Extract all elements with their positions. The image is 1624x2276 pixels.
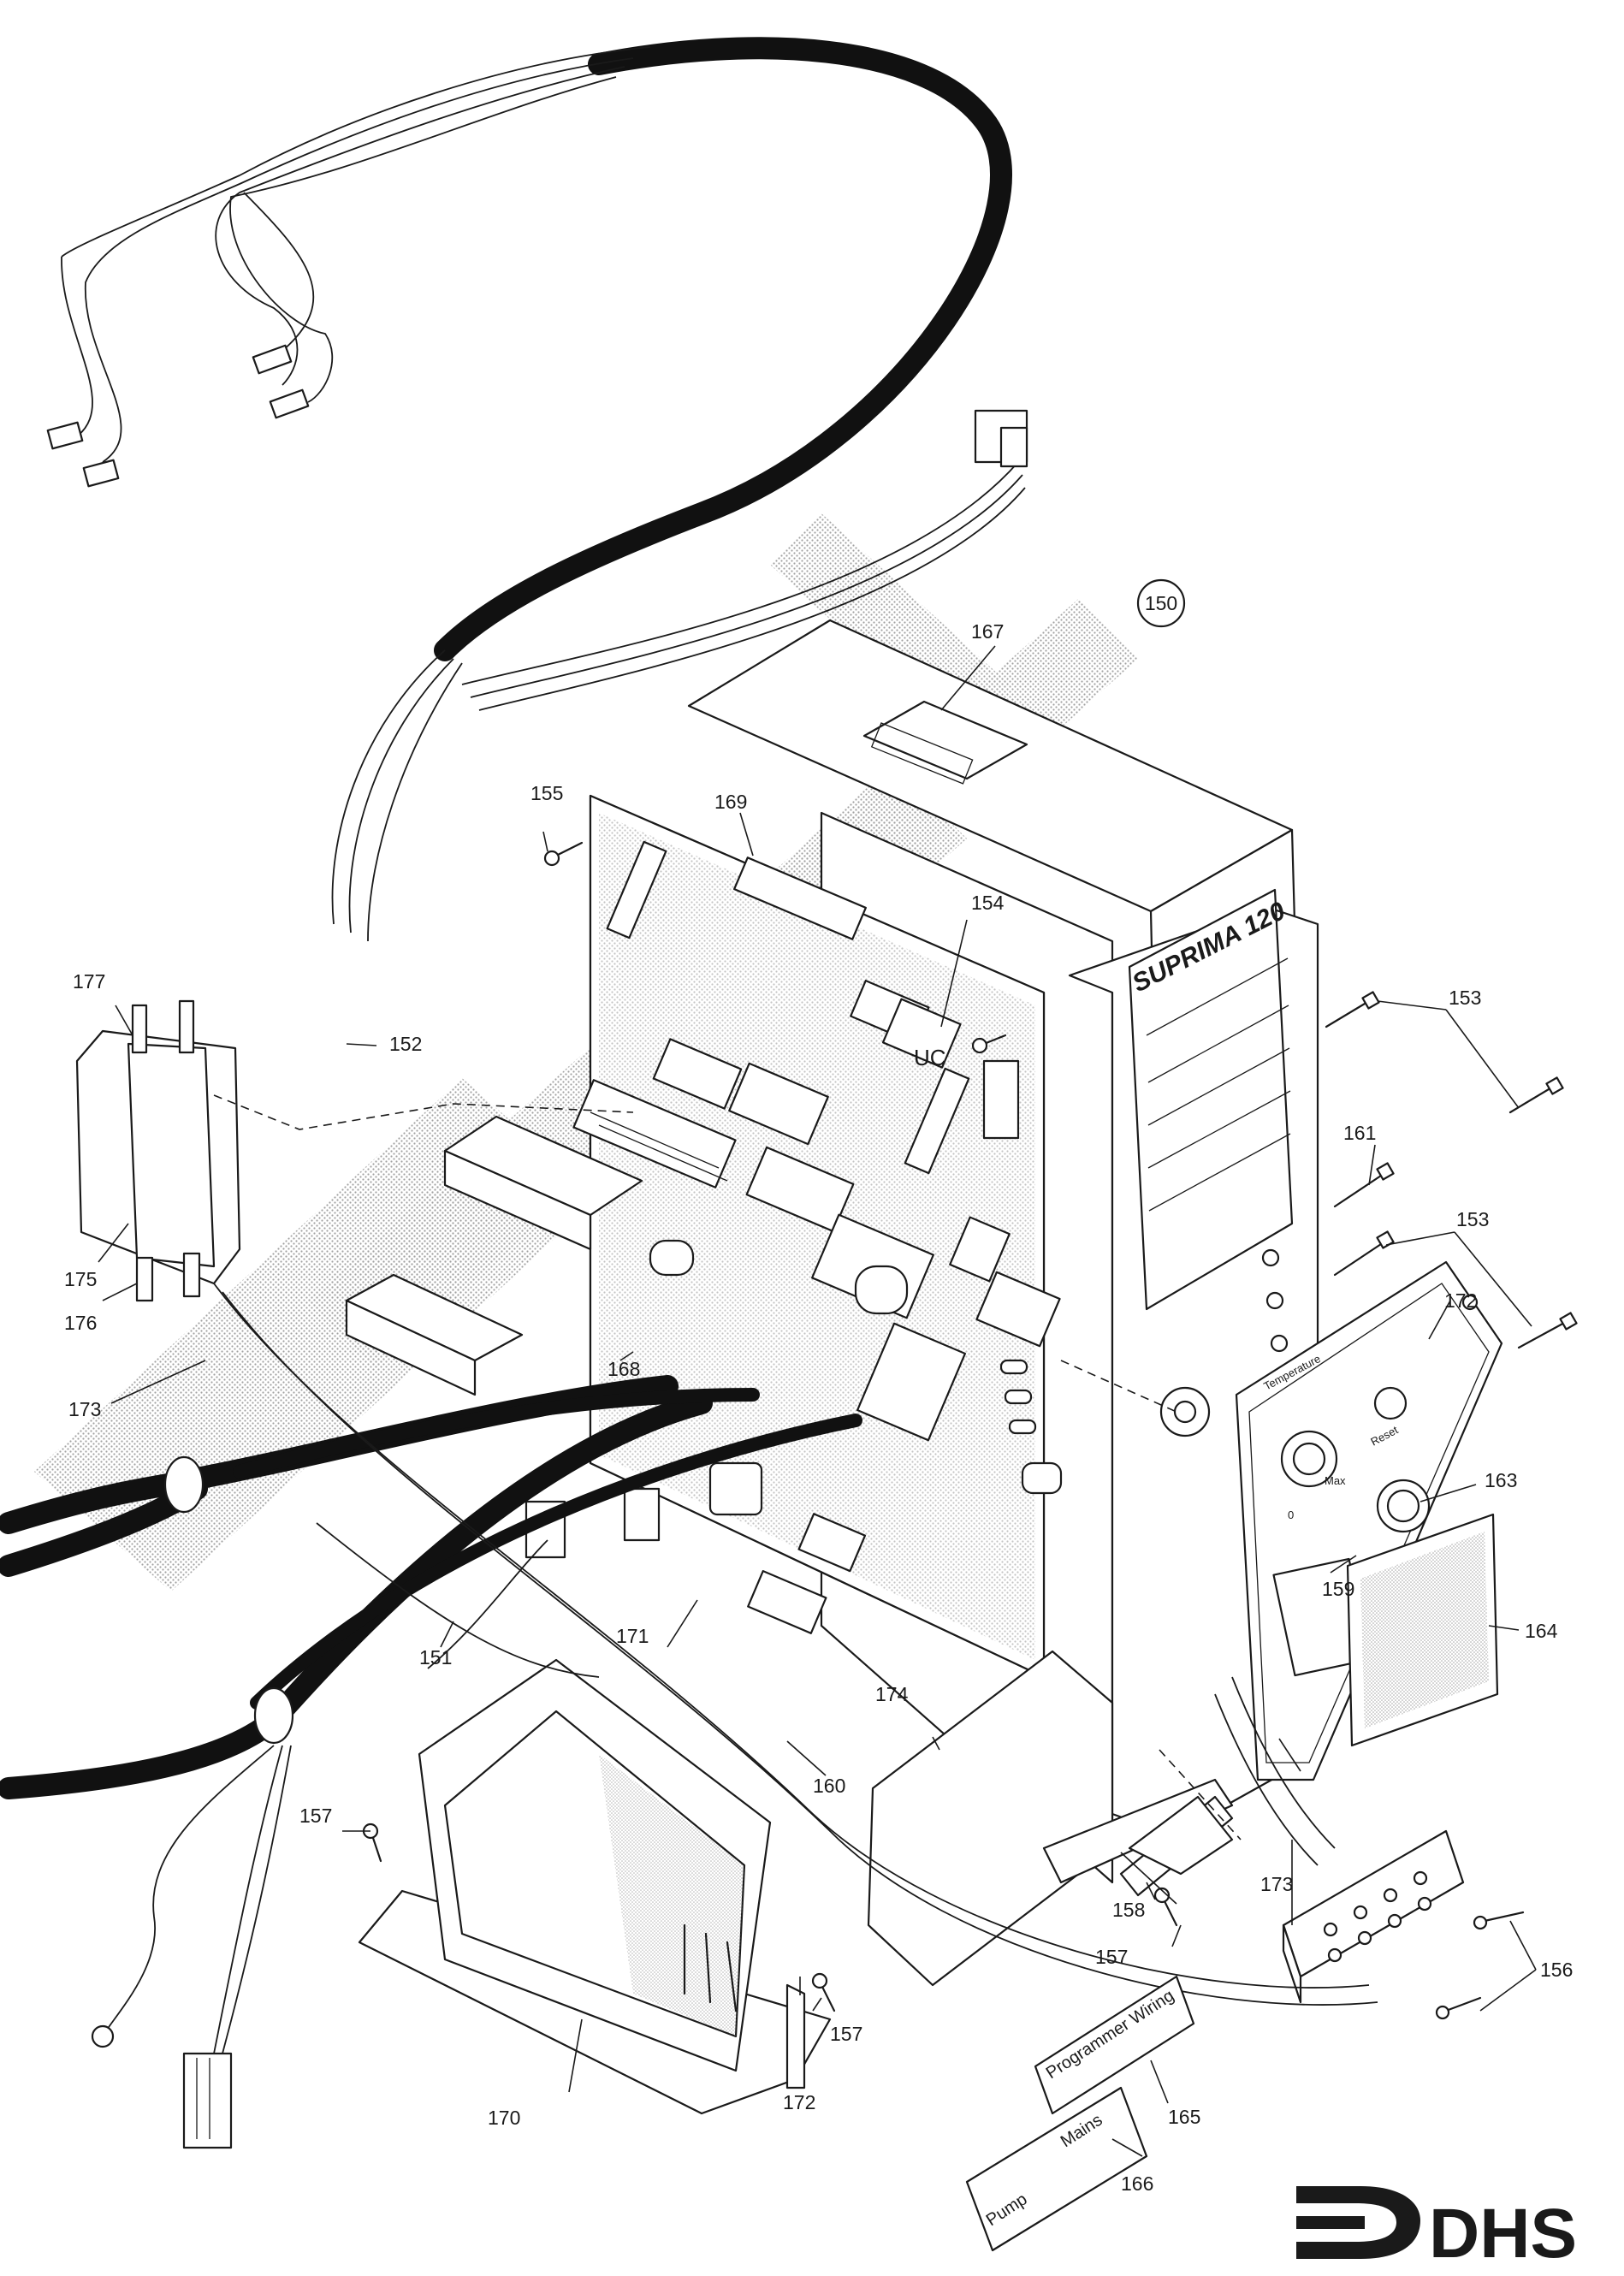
tag-166: Mains Pump xyxy=(965,2086,1148,2252)
dial-zero-label: 0 xyxy=(1288,1508,1294,1521)
dashed-reference-lines xyxy=(213,1094,1242,1840)
callout-155: 155 xyxy=(530,782,563,804)
callout-176: 176 xyxy=(64,1312,97,1334)
dhs-logo-mark xyxy=(1296,2186,1420,2259)
callout-172-b: 172 xyxy=(783,2091,815,2113)
callout-157-a: 157 xyxy=(299,1805,332,1827)
callout-154: 154 xyxy=(971,892,1005,914)
brand-label-plate xyxy=(1128,888,1294,1311)
callout-158: 158 xyxy=(1112,1899,1145,1921)
callout-163: 163 xyxy=(1485,1469,1517,1491)
callout-157-c: 157 xyxy=(830,2023,862,2045)
callout-159: 159 xyxy=(1322,1578,1354,1600)
callout-171: 171 xyxy=(616,1625,649,1647)
assembly-callout: 150 xyxy=(1136,578,1186,628)
callout-169: 169 xyxy=(714,791,747,813)
callout-161: 161 xyxy=(1343,1122,1376,1144)
callout-157-b: 157 xyxy=(1095,1946,1128,1968)
mains-cables xyxy=(0,1375,862,2054)
dhs-logo-text: DHS xyxy=(1429,2195,1577,2273)
callout-156: 156 xyxy=(1540,1959,1573,1981)
callout-168: 168 xyxy=(608,1358,640,1380)
callout-173-b: 173 xyxy=(1260,1873,1293,1895)
callout-177: 177 xyxy=(73,970,105,993)
callout-164: 164 xyxy=(1525,1620,1558,1642)
overlay-label-164 xyxy=(1346,1513,1499,1747)
callout-165: 165 xyxy=(1168,2106,1200,2128)
callout-170: 170 xyxy=(488,2107,520,2129)
dhs-logo: DHS xyxy=(1296,2186,1577,2273)
callout-160: 160 xyxy=(813,1775,845,1797)
board-label: UC xyxy=(914,1045,946,1070)
callout-166: 166 xyxy=(1121,2172,1153,2195)
callout-152: 152 xyxy=(389,1033,422,1055)
callout-172-a: 172 xyxy=(1444,1289,1477,1312)
upper-wiring-loom xyxy=(46,37,1028,942)
callout-151: 151 xyxy=(419,1646,452,1668)
callout-175: 175 xyxy=(64,1268,97,1290)
part-callouts: 151 152 153 153 154 155 156 157 157 157 … xyxy=(64,620,1573,2195)
callout-153-a: 153 xyxy=(1449,987,1481,1009)
thermostat-175 xyxy=(75,999,241,1302)
assembly-callout-number: 150 xyxy=(1145,592,1177,614)
bottom-bracket xyxy=(867,1650,1234,1987)
dial-max-label: Max xyxy=(1325,1474,1346,1487)
callout-153-b: 153 xyxy=(1456,1208,1489,1230)
callout-174: 174 xyxy=(875,1683,909,1705)
transformer-170 xyxy=(358,1658,832,2115)
plug-connectors xyxy=(182,1115,643,2149)
callout-173-a: 173 xyxy=(68,1398,101,1420)
warning-label-167 xyxy=(862,700,1028,780)
callout-167: 167 xyxy=(971,620,1004,643)
terminal-block xyxy=(1282,1829,1465,2004)
leader-lines xyxy=(98,645,1537,2157)
